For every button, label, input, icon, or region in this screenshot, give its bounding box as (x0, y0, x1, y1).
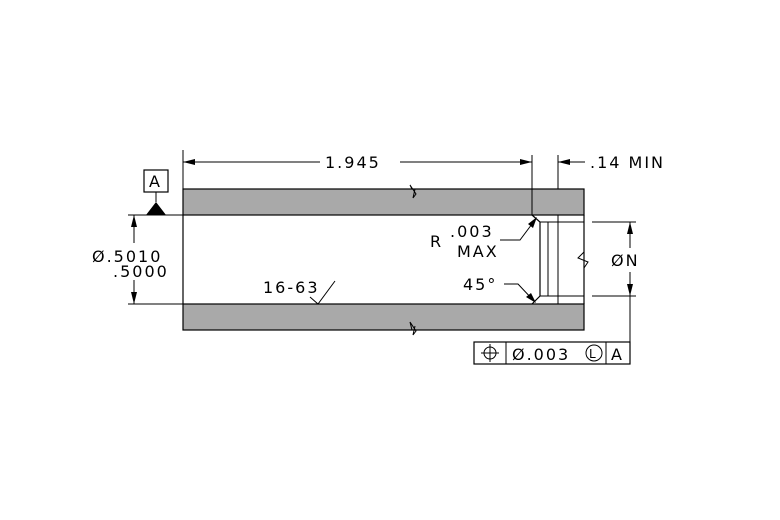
break-mark-top (409, 184, 417, 199)
top-wall-section (182, 188, 585, 216)
surface-finish-callout: 16-63 (263, 278, 336, 305)
bottom-wall-section (182, 303, 585, 331)
groove-dia-text: ØN (611, 251, 640, 270)
fcf-datum: A (611, 345, 624, 364)
position-icon (481, 344, 499, 362)
feature-control-frame: Ø.003 L A (473, 341, 631, 365)
bore-diameter-dimension: Ø.5010 .5000 (92, 214, 183, 305)
radius-max: MAX (457, 242, 499, 261)
length-dimension: 1.945 (182, 150, 532, 189)
radius-value: .003 (450, 222, 494, 241)
datum-feature: A (143, 169, 169, 215)
surface-finish-text: 16-63 (263, 278, 320, 297)
chamfer-profile (531, 214, 541, 305)
datum-triangle-icon (146, 202, 166, 215)
chamfer-callout: 45° (463, 275, 536, 303)
groove-width-text: .14 MIN (590, 153, 665, 172)
part-section (182, 155, 589, 336)
groove-diameter-dimension: ØN (592, 221, 640, 342)
chamfer-text: 45° (463, 275, 497, 294)
fcf-modifier: L (589, 347, 596, 361)
datum-label: A (149, 172, 162, 191)
bore-lower-text: .5000 (113, 262, 169, 281)
length-text: 1.945 (325, 153, 381, 172)
fcf-tolerance: Ø.003 (512, 345, 570, 364)
lmc-modifier-icon: L (585, 344, 603, 362)
bore-upper-text: Ø.5010 (92, 247, 162, 266)
radius-prefix: R (430, 232, 443, 251)
surface-finish-icon (309, 280, 336, 305)
break-mark-bottom (409, 321, 417, 336)
radius-callout: R .003 MAX (430, 217, 537, 261)
groove-width-dimension: .14 MIN (558, 153, 665, 172)
break-mark-right (577, 251, 589, 269)
